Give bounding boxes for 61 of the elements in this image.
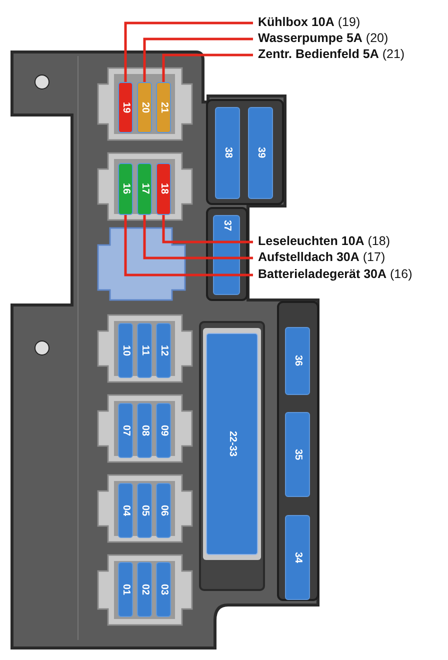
- leader-line: [143, 38, 253, 82]
- leader-line: [162, 54, 253, 82]
- fuse: [215, 107, 240, 199]
- fuse-number: 02: [140, 584, 150, 596]
- fuse: [118, 323, 133, 378]
- fuse-number: 39: [256, 147, 266, 159]
- fuse-number: 20: [140, 102, 150, 114]
- fuse: [118, 483, 133, 538]
- fuse: [118, 403, 133, 458]
- fuse-number: 22-33: [227, 431, 237, 457]
- leader-line: [124, 22, 253, 82]
- fuse-number: 04: [120, 504, 130, 516]
- fuse: [118, 163, 133, 215]
- fuse: [156, 403, 171, 458]
- fuse: [118, 562, 133, 617]
- leader-line: [162, 215, 253, 244]
- fuse-number: 12: [158, 344, 168, 356]
- fuse-number: 18: [158, 183, 168, 195]
- fuse: [156, 82, 171, 133]
- fuse: [156, 323, 171, 378]
- fuse: [156, 562, 171, 617]
- fuse: [137, 82, 152, 133]
- fuse-description: Kühlbox 10A (19): [258, 15, 360, 31]
- leader-line: [124, 215, 253, 276]
- fuse: [285, 327, 310, 395]
- fuse-number: 01: [120, 584, 130, 596]
- fuse-number: 38: [222, 147, 232, 159]
- fuse: [285, 515, 310, 600]
- fuse: [137, 163, 152, 215]
- fuse-number: 17: [140, 183, 150, 195]
- fuse-number: 08: [140, 424, 150, 436]
- fuse-description: Aufstelldach 30A (17): [258, 250, 386, 266]
- fuse-number: 21: [158, 102, 168, 114]
- fuse: [137, 323, 152, 378]
- fuse: [118, 82, 133, 133]
- fuse-description: Wasserpumpe 5A (20): [258, 31, 388, 47]
- fuse-number: 10: [120, 344, 130, 356]
- fuse-description: Batterieladegerät 30A (16): [258, 267, 412, 283]
- fuse-number: 06: [158, 504, 168, 516]
- fuse-number: 09: [158, 424, 168, 436]
- fuse: [137, 483, 152, 538]
- fuse-number: 36: [292, 355, 302, 367]
- fuse-number: 03: [158, 584, 168, 596]
- fuse: [156, 163, 171, 215]
- fuse-number: 07: [120, 424, 130, 436]
- fuse: [137, 403, 152, 458]
- fuse-number: 34: [292, 552, 302, 564]
- fuse: [285, 412, 310, 497]
- fuse: [206, 333, 258, 555]
- fuse-description: Leseleuchten 10A (18): [258, 234, 390, 250]
- fuse: [156, 483, 171, 538]
- fuse-number: 37: [222, 220, 232, 232]
- fuse: [248, 107, 273, 199]
- fuse-number: 11: [140, 345, 150, 356]
- fuse-number: 16: [120, 183, 130, 195]
- fuse-number: 05: [140, 504, 150, 516]
- leader-line: [143, 215, 253, 260]
- fuse: [137, 562, 152, 617]
- fuse-number: 19: [120, 102, 130, 114]
- fuse-number: 35: [292, 448, 302, 460]
- fuse-description: Zentr. Bedienfeld 5A (21): [258, 47, 405, 63]
